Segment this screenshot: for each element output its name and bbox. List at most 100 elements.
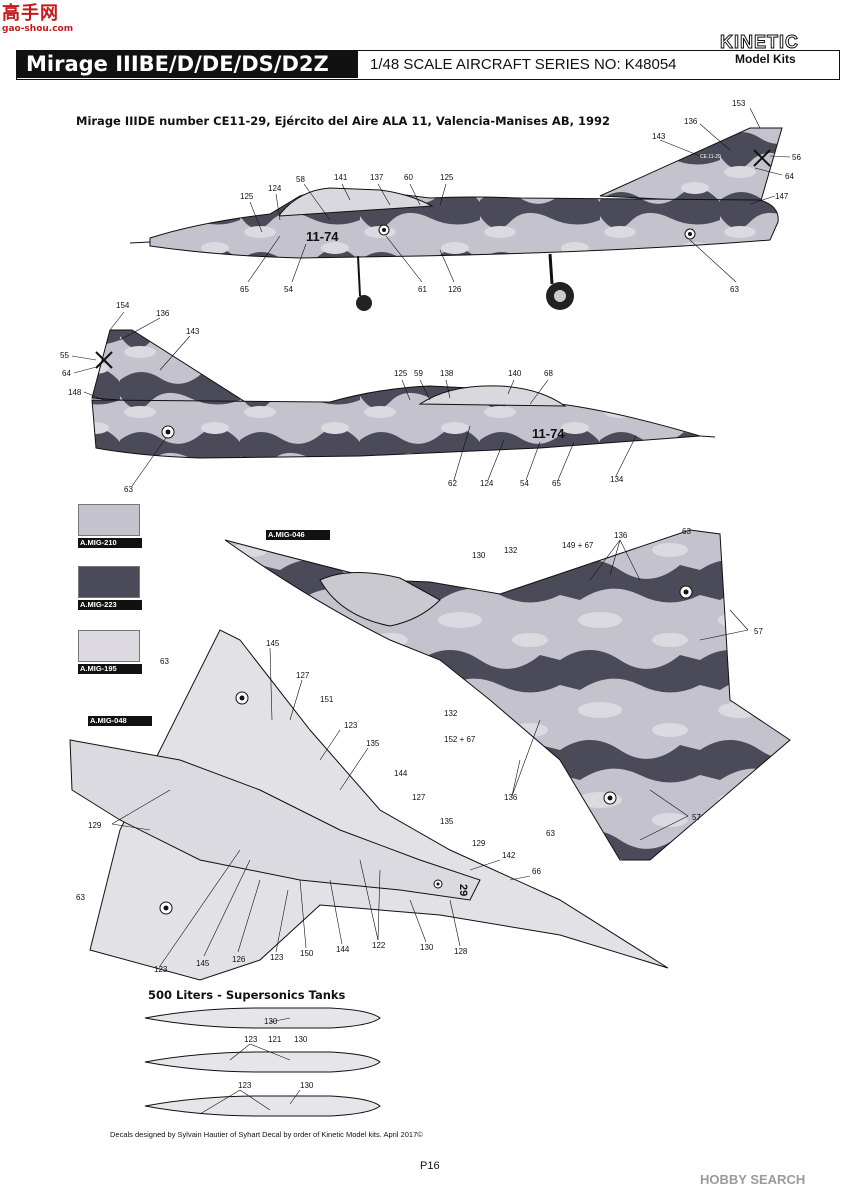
tanks-title: 500 Liters - Supersonics Tanks: [148, 988, 346, 1002]
callout-label: 122: [372, 941, 386, 950]
callout-label: 151: [320, 695, 334, 704]
page-title: Mirage IIIBE/D/DE/DS/D2Z: [26, 52, 329, 76]
callout-label: 149 + 67: [562, 541, 594, 550]
callout-labels: 153 136 143 56 64 147 125 124 58 141 137…: [60, 99, 801, 1090]
callout-label: 143: [186, 327, 200, 336]
fin-serial: CE.11-29: [700, 154, 721, 160]
callout-label: 130: [420, 943, 434, 952]
callout-label: 144: [394, 769, 408, 778]
callout-label: 63: [546, 829, 555, 838]
callout-label: 63: [124, 485, 133, 494]
site-logo: 高手网 gao-shou.com: [2, 4, 82, 42]
callout-label: 145: [266, 639, 280, 648]
scale-series: 1/48 SCALE AIRCRAFT SERIES NO: K48054: [370, 56, 677, 73]
callout-label: 64: [62, 369, 71, 378]
watermark: HOBBY SEARCH: [700, 1172, 806, 1187]
callout-label: 143: [652, 132, 666, 141]
callout-label: 129: [472, 839, 486, 848]
callout-label: 123: [270, 953, 284, 962]
callout-label: 63: [160, 657, 169, 666]
decal-credit: Decals designed by Sylvain Hautier of Sy…: [110, 1130, 423, 1139]
title-block: [16, 50, 358, 78]
callout-label: 136: [156, 309, 170, 318]
callout-label: 59: [414, 369, 423, 378]
callout-label: 125: [440, 173, 454, 182]
callout-label: 140: [508, 369, 522, 378]
swatch-mig-210: [78, 504, 140, 536]
callout-label: 130: [472, 551, 486, 560]
callout-label: 147: [775, 192, 789, 201]
aircraft-code: 11-74: [532, 426, 565, 441]
aircraft-code: 11-74: [306, 229, 339, 244]
callout-label: 145: [196, 959, 210, 968]
callout-label: 153: [732, 99, 746, 108]
callout-label: 57: [754, 627, 763, 636]
page-number: P16: [420, 1160, 440, 1172]
callout-label: 132: [444, 709, 458, 718]
callout-label: 144: [336, 945, 350, 954]
callout-label: 135: [366, 739, 380, 748]
brand-logo: KINETIC: [720, 32, 799, 53]
callout-label: 60: [404, 173, 413, 182]
swatch-label: A.MIG-046: [266, 530, 330, 540]
callout-label: 123: [154, 965, 168, 974]
callout-label: 152 + 67: [444, 735, 476, 744]
callout-label: 123: [238, 1081, 252, 1090]
swatch-label: A.MIG-223: [78, 600, 142, 610]
site-logo-domain: gao-shou.com: [2, 24, 74, 34]
callout-label: 136: [504, 793, 518, 802]
callout-label: 130: [264, 1017, 278, 1026]
swatch-label: A.MIG-210: [78, 538, 142, 548]
callout-label: 65: [240, 285, 249, 294]
callout-label: 61: [418, 285, 427, 294]
side-view-right: 11-74: [91, 329, 716, 459]
callout-label: 62: [448, 479, 457, 488]
callout-label: 148: [68, 388, 82, 397]
callout-label: 142: [502, 851, 516, 860]
callout-label: 66: [532, 867, 541, 876]
callout-label: 68: [544, 369, 553, 378]
callout-label: 129: [88, 821, 102, 830]
callout-lines: [71, 107, 791, 1115]
swatch-label: A.MIG-195: [78, 664, 142, 674]
callout-label: 126: [448, 285, 462, 294]
callout-label: 57: [692, 813, 701, 822]
callout-label: 132: [504, 546, 518, 555]
site-logo-text: 高手网: [2, 3, 59, 24]
swatch-label: A.MIG-048: [88, 716, 152, 726]
callout-label: 124: [480, 479, 494, 488]
callout-label: 154: [116, 301, 130, 310]
callout-label: 130: [294, 1035, 308, 1044]
callout-label: 136: [614, 531, 628, 540]
callout-label: 135: [440, 817, 454, 826]
callout-label: 65: [552, 479, 561, 488]
callout-label: 134: [610, 475, 624, 484]
callout-label: 136: [684, 117, 698, 126]
scheme-caption: Mirage IIIDE number CE11-29, Ejército de…: [76, 114, 610, 128]
tanks: [144, 1007, 381, 1117]
callout-label: 138: [440, 369, 454, 378]
brand-subtitle: Model Kits: [735, 52, 796, 66]
callout-label: 63: [76, 893, 85, 902]
callout-label: 63: [730, 285, 739, 294]
callout-label: 125: [394, 369, 408, 378]
callout-label: 55: [60, 351, 69, 360]
callout-label: 123: [344, 721, 358, 730]
callout-label: 121: [268, 1035, 282, 1044]
swatch-mig-195: [78, 630, 140, 662]
callout-label: 56: [792, 153, 801, 162]
callout-label: 127: [296, 671, 310, 680]
side-view-left: 11-74 CE.11-29: [129, 127, 783, 311]
callout-label: 124: [268, 184, 282, 193]
top-view: [224, 529, 791, 861]
callout-label: 123: [244, 1035, 258, 1044]
callout-label: 130: [300, 1081, 314, 1090]
callout-label: 127: [412, 793, 426, 802]
callout-label: 150: [300, 949, 314, 958]
callout-label: 54: [284, 285, 293, 294]
callout-label: 126: [232, 955, 246, 964]
callout-label: 63: [682, 527, 691, 536]
underside-code: 29: [457, 884, 469, 896]
callout-label: 58: [296, 175, 305, 184]
